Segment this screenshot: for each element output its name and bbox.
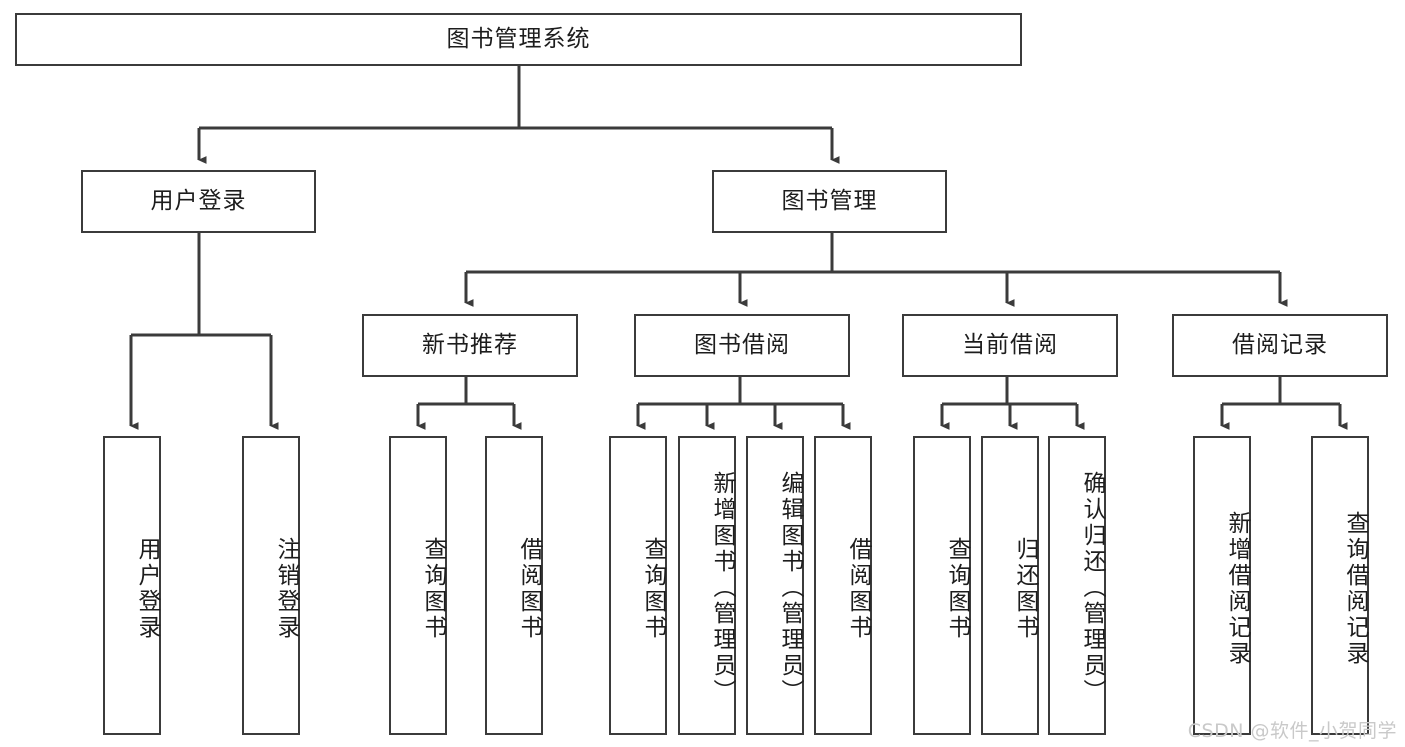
leaf-query-book-borrow[interactable]: 查询图书 (609, 436, 667, 735)
leaf-user-login[interactable]: 用户登录 (103, 436, 161, 735)
node-current-borrow[interactable]: 当前借阅 (902, 314, 1118, 377)
leaf-return-book[interactable]: 归还图书 (981, 436, 1039, 735)
leaf-query-book-current[interactable]: 查询图书 (913, 436, 971, 735)
node-new-book-recommend[interactable]: 新书推荐 (362, 314, 578, 377)
leaf-borrow-book-borrow[interactable]: 借阅图书 (814, 436, 872, 735)
node-book-management[interactable]: 图书管理 (712, 170, 947, 233)
node-user-login[interactable]: 用户登录 (81, 170, 316, 233)
leaf-logout-login[interactable]: 注销登录 (242, 436, 300, 735)
leaf-edit-book-admin[interactable]: 编辑图书（管理员） (746, 436, 804, 735)
leaf-add-book-admin[interactable]: 新增图书（管理员） (678, 436, 736, 735)
leaf-query-book-recommend[interactable]: 查询图书 (389, 436, 447, 735)
leaf-borrow-book-recommend[interactable]: 借阅图书 (485, 436, 543, 735)
leaf-add-borrow-record[interactable]: 新增借阅记录 (1193, 436, 1251, 735)
node-book-borrow[interactable]: 图书借阅 (634, 314, 850, 377)
node-root-book-management-system[interactable]: 图书管理系统 (15, 13, 1022, 66)
leaf-query-borrow-record[interactable]: 查询借阅记录 (1311, 436, 1369, 735)
node-borrow-record[interactable]: 借阅记录 (1172, 314, 1388, 377)
leaf-confirm-return-admin[interactable]: 确认归还（管理员） (1048, 436, 1106, 735)
csdn-watermark: CSDN @软件_小贺同学 (1187, 720, 1397, 742)
